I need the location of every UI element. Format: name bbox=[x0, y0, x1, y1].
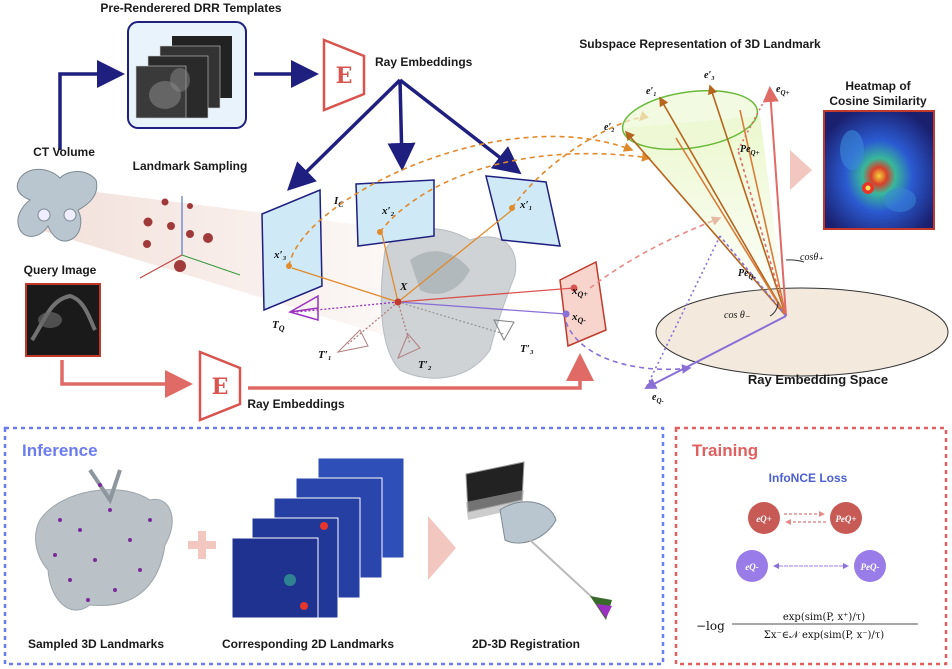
encoder-to-query-plane-arrow bbox=[248, 353, 594, 390]
label-T3: T′₃ bbox=[520, 343, 534, 355]
positive-pair: eQ+ PeQ+ bbox=[748, 502, 862, 534]
svg-text:e′₃: e′₃ bbox=[704, 70, 715, 81]
infonce-formula: −log exp(sim(P, x⁺)/τ) Σx⁻∈𝒩 exp(sim(P, … bbox=[696, 612, 918, 641]
ct-volume-pelvis bbox=[16, 168, 98, 242]
svg-text:PeQ+: PeQ+ bbox=[740, 144, 760, 157]
svg-text:eQ-: eQ- bbox=[745, 562, 759, 572]
svg-text:eQ+: eQ+ bbox=[756, 514, 772, 524]
ray-embedding-fanout-arrows bbox=[287, 78, 522, 191]
svg-text:e′₂: e′₂ bbox=[604, 122, 615, 133]
bottom-encoder-icon: E bbox=[198, 350, 242, 422]
ray-embeddings-top-label: Ray Embeddings bbox=[375, 55, 473, 69]
label-x1: x′₁ bbox=[519, 199, 532, 211]
label-T2: T′₂ bbox=[418, 359, 432, 371]
svg-text:cos θ₋: cos θ₋ bbox=[724, 310, 751, 321]
svg-text:E: E bbox=[212, 374, 229, 400]
svg-text:PeQ+: PeQ+ bbox=[835, 514, 856, 524]
svg-text:exp(sim(P, x⁺)/τ): exp(sim(P, x⁺)/τ) bbox=[783, 612, 865, 623]
ct-volume-label: CT Volume bbox=[33, 145, 95, 159]
landmark-sampling-label: Landmark Sampling bbox=[133, 159, 248, 173]
cosine-similarity-heatmap bbox=[823, 110, 935, 230]
subspace-cone bbox=[621, 89, 786, 316]
svg-text:−log: −log bbox=[696, 619, 725, 633]
registration-render bbox=[465, 461, 612, 620]
embedding-vectors bbox=[624, 84, 787, 389]
svg-text:Σx⁻∈𝒩 exp(sim(P, x⁻)/τ): Σx⁻∈𝒩 exp(sim(P, x⁻)/τ) bbox=[764, 630, 885, 641]
projection-plane-1 bbox=[485, 175, 561, 247]
infonce-loss-label: InfoNCE Loss bbox=[769, 471, 848, 485]
label-x2: x′₂ bbox=[381, 205, 395, 217]
label-x3: x′₃ bbox=[273, 249, 287, 261]
heatmap-title-1: Heatmap of bbox=[845, 79, 911, 93]
label-xQplus: xQ+ bbox=[571, 285, 588, 299]
inference-panel bbox=[3, 426, 665, 666]
corresponding-2d-heatmaps bbox=[231, 457, 405, 619]
projection-plane-3 bbox=[261, 188, 323, 312]
ray-embedding-space-label: Ray Embedding Space bbox=[748, 372, 888, 387]
negative-pair: eQ- PeQ- bbox=[736, 550, 886, 582]
plus-icon bbox=[188, 531, 216, 559]
svg-text:PeQ-: PeQ- bbox=[738, 268, 757, 281]
query-image bbox=[25, 283, 101, 357]
to-registration-chevron bbox=[428, 516, 456, 580]
query-image-label: Query Image bbox=[24, 263, 97, 277]
top-encoder-icon: E bbox=[322, 38, 366, 112]
drr-templates-title: Pre-Renderered DRR Templates bbox=[100, 1, 281, 15]
to-heatmap-chevron bbox=[790, 150, 812, 190]
ct-volume-render bbox=[380, 228, 517, 379]
ray-embeddings-bottom-label: Ray Embeddings bbox=[247, 397, 345, 411]
svg-text:eQ-: eQ- bbox=[652, 392, 665, 405]
ray-embedding-space-disc bbox=[655, 287, 949, 377]
label-X: X bbox=[399, 281, 408, 293]
svg-text:E: E bbox=[336, 63, 353, 89]
sampled-3d-landmarks-render bbox=[35, 468, 173, 611]
camera-frustums bbox=[288, 294, 515, 359]
sampled-3d-landmarks-label: Sampled 3D Landmarks bbox=[28, 637, 164, 651]
inference-title: Inference bbox=[22, 441, 98, 460]
query-plane bbox=[559, 260, 607, 348]
corresponding-2d-landmarks-label: Corresponding 2D Landmarks bbox=[222, 637, 394, 651]
label-T1: T′₁ bbox=[318, 349, 332, 361]
training-panel bbox=[674, 426, 948, 666]
projection-plane-2 bbox=[355, 179, 435, 247]
heatmap-title-2: Cosine Similarity bbox=[829, 94, 927, 108]
training-title: Training bbox=[692, 441, 758, 460]
rays-from-landmark bbox=[291, 209, 575, 345]
embedding-math-labels: e′₁ e′₃ e′₂ eQ+ PeQ+ PeQ- cosθ₊ cos θ₋ e… bbox=[604, 70, 824, 405]
drr-image-stack bbox=[135, 36, 232, 119]
subspace-title: Subspace Representation of 3D Landmark bbox=[579, 37, 821, 51]
svg-text:eQ+: eQ+ bbox=[776, 84, 790, 97]
label-TQ: TQ bbox=[272, 319, 285, 333]
query-to-encoder-arrow bbox=[60, 360, 193, 398]
landmark-sampling-points bbox=[139, 196, 241, 279]
label-xQminus: xQ- bbox=[571, 311, 586, 325]
angle-arc-minus bbox=[769, 301, 779, 317]
svg-text:e′₁: e′₁ bbox=[646, 86, 657, 97]
ct-to-drr-arrow bbox=[58, 60, 125, 150]
scene-math-labels: IC x′₂ x′₁ x′₃ X TQ T′₁ T′₂ T′₃ xQ+ xQ- bbox=[272, 195, 588, 371]
svg-text:PeQ-: PeQ- bbox=[861, 562, 880, 572]
angle-arc-plus bbox=[785, 259, 805, 263]
registration-label: 2D-3D Registration bbox=[472, 637, 580, 651]
svg-text:cosθ₊: cosθ₊ bbox=[800, 252, 824, 263]
